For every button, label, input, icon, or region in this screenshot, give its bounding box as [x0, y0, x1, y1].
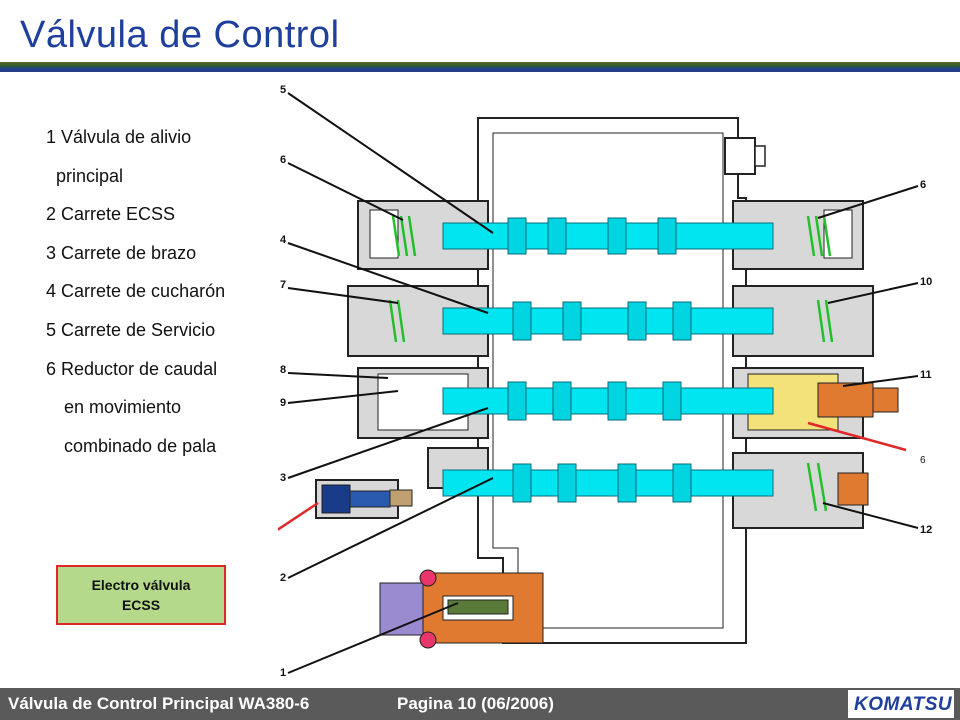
spool-section-4 — [427, 447, 869, 529]
ecss-solenoid — [315, 479, 413, 519]
komatsu-logo: KOMATSU — [848, 690, 954, 718]
valve-body — [477, 117, 747, 644]
label-11: 11 — [920, 369, 932, 381]
label-12: 12 — [920, 524, 932, 536]
legend-item: 2 Carrete ECSS — [46, 204, 176, 225]
label-1: 1 — [280, 667, 286, 679]
label-3: 3 — [280, 472, 286, 484]
plug-cap — [724, 137, 756, 175]
callout-line: Electro válvula — [91, 577, 191, 593]
legend-item: 4 Carrete de cucharón — [46, 281, 226, 302]
label-5: 5 — [280, 84, 286, 96]
legend-item: en movimiento — [64, 397, 182, 418]
logo-text: KOMATSU — [854, 694, 953, 715]
main-relief-valve — [379, 569, 544, 649]
label-10: 10 — [920, 276, 932, 288]
spool-section-1 — [357, 200, 864, 270]
footer-bar: Válvula de Control Principal WA380-6 Pag… — [0, 688, 960, 720]
label-2: 2 — [280, 572, 286, 584]
label-6-red: 6 — [920, 455, 926, 466]
label-4: 4 — [280, 234, 287, 246]
highlight-lines — [278, 421, 907, 532]
leader-lines — [287, 92, 919, 674]
label-9: 9 — [280, 397, 286, 409]
legend-item: principal — [56, 165, 124, 186]
page-title: Válvula de Control — [20, 14, 340, 56]
label-7: 7 — [280, 279, 286, 291]
title-divider — [0, 62, 960, 72]
legend-item: 3 Carrete de brazo — [46, 242, 197, 263]
legend-item: 1 Válvula de alivio — [46, 127, 192, 147]
label-6-left: 6 — [280, 154, 286, 166]
legend-item: 5 Carrete de Servicio — [46, 319, 216, 340]
footer-doc-title: Válvula de Control Principal WA380-6 — [8, 694, 310, 713]
label-6-right: 6 — [920, 179, 926, 191]
footer-page-number: Pagina 10 (06/2006) — [397, 694, 554, 713]
control-valve-diagram: 5 6 4 7 8 9 3 2 1 6 10 11 6 12 — [278, 84, 932, 679]
diagram-number-labels: 5 6 4 7 8 9 3 2 1 6 10 11 6 12 — [280, 84, 932, 679]
label-8: 8 — [280, 364, 286, 376]
ecss-solenoid-callout: Electro válvula ECSS — [56, 565, 226, 625]
spool-section-3 — [357, 367, 899, 439]
legend-item: combinado de pala — [64, 435, 217, 456]
component-legend: 1 Válvula de alivio principal 2 Carrete … — [46, 118, 225, 465]
callout-line: ECSS — [121, 597, 161, 613]
legend-item: 6 Reductor de caudal — [46, 358, 218, 379]
spool-section-2 — [347, 285, 874, 357]
